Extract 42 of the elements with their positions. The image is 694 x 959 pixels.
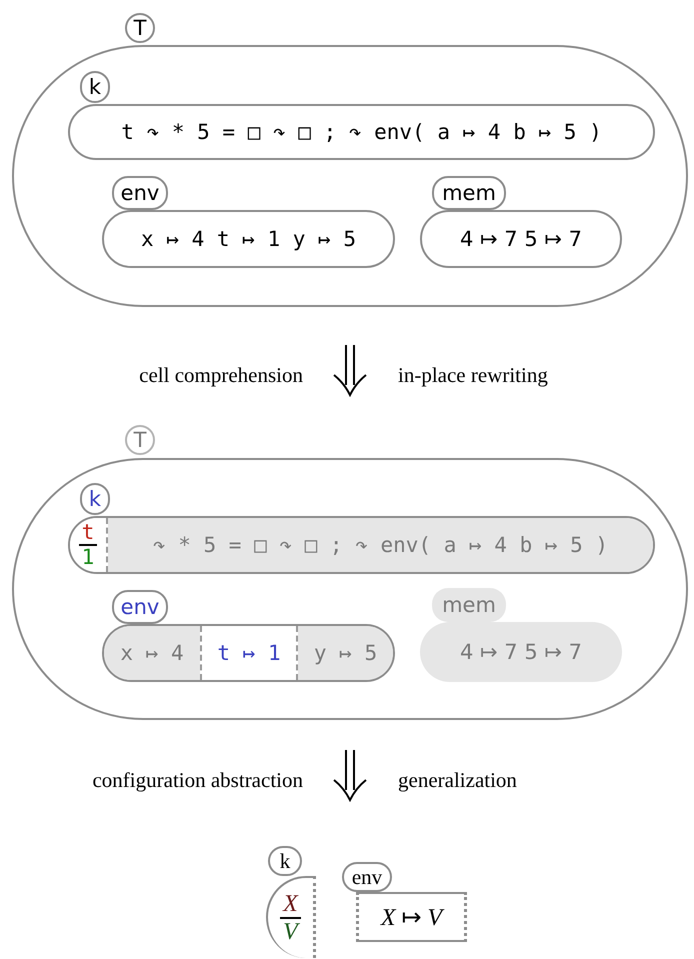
cell-label: k <box>80 483 110 515</box>
cell-label: env <box>342 862 392 892</box>
cell-label: env <box>112 176 168 210</box>
cell-label: mem <box>432 588 506 622</box>
cell-label: k <box>80 71 110 103</box>
cell <box>342 862 467 942</box>
transition-label: in-place rewriting <box>398 363 548 388</box>
cell-segment <box>298 626 393 680</box>
cell <box>68 71 655 160</box>
cell-content: X ↦ V <box>380 904 442 932</box>
cell-content: x ↦ 4 t ↦ 1 y ↦ 5 <box>141 227 356 251</box>
cell-content: ↷ * 5 = □ ↷ □ ; ↷ env( a ↦ 4 b ↦ 5 ) <box>152 533 608 557</box>
cell-content: y ↦ 5 <box>314 641 378 665</box>
cell-label: T <box>125 13 155 43</box>
cell <box>12 13 688 307</box>
transition-label: generalization <box>398 768 517 793</box>
cell-content: 4 ↦ 7 5 ↦ 7 <box>460 227 582 251</box>
cell-content: x ↦ 4 <box>120 641 184 665</box>
cell-label: env <box>112 590 168 624</box>
cell-label: T <box>125 425 155 455</box>
cell-content: t ↦ 1 <box>217 641 281 665</box>
transition-label: configuration abstraction <box>92 768 303 793</box>
cell-segment <box>104 626 200 680</box>
cell <box>266 846 316 958</box>
numerator: X <box>280 890 301 919</box>
cell <box>102 176 395 268</box>
cell <box>12 425 688 720</box>
cell-content: t ↷ * 5 = □ ↷ □ ; ↷ env( a ↦ 4 b ↦ 5 ) <box>121 120 602 144</box>
denominator: 1 <box>82 546 94 570</box>
cell <box>420 588 622 682</box>
cell-segment <box>108 518 653 572</box>
cell <box>102 590 395 682</box>
numerator: t <box>78 520 98 546</box>
cell-label: mem <box>432 176 506 210</box>
denominator: V <box>283 919 298 946</box>
cell-segment <box>200 626 298 680</box>
cell-content: 4 ↦ 7 5 ↦ 7 <box>460 640 582 664</box>
cell-segment <box>70 518 108 572</box>
cell <box>68 483 655 574</box>
transition-label: cell comprehension <box>139 363 303 388</box>
cell-label: k <box>268 846 302 876</box>
cell <box>420 176 622 268</box>
